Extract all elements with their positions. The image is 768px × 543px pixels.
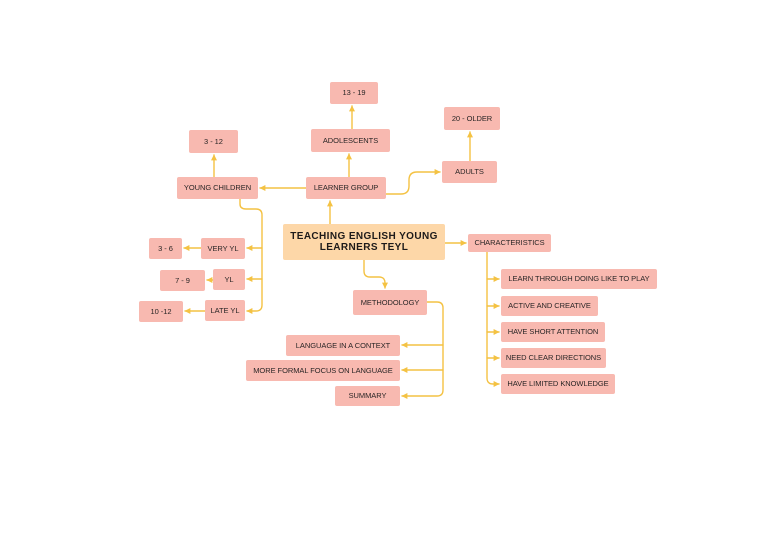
node-characteristic-item: HAVE SHORT ATTENTION — [501, 322, 605, 342]
node-characteristic-item: ACTIVE AND CREATIVE — [501, 296, 598, 316]
node-adolescents: ADOLESCENTS — [311, 129, 390, 152]
node-adults: ADULTS — [442, 161, 497, 183]
node-very-yl-range: 3 - 6 — [149, 238, 182, 259]
node-methodology-item: LANGUAGE IN A CONTEXT — [286, 335, 400, 356]
node-characteristic-item: HAVE LIMITED KNOWLEDGE — [501, 374, 615, 394]
node-yl: YL — [213, 269, 245, 290]
node-characteristic-item: LEARN THROUGH DOING LIKE TO PLAY — [501, 269, 657, 289]
central-topic: TEACHING ENGLISH YOUNG LEARNERS TEYL — [283, 224, 445, 260]
node-methodology-item: MORE FORMAL FOCUS ON LANGUAGE — [246, 360, 400, 381]
central-topic-line-1: TEACHING ENGLISH YOUNG — [290, 230, 438, 242]
node-methodology-item: SUMMARY — [335, 386, 400, 406]
central-topic-line-2: LEARNERS TEYL — [319, 242, 409, 253]
node-young-children-range: 3 - 12 — [189, 130, 238, 153]
connector-characteristics-trunk — [486, 251, 500, 387]
connector-learner-group-to-adults — [385, 169, 441, 195]
connector-young-children-trunk — [239, 198, 263, 314]
node-yl-range: 7 - 9 — [160, 270, 205, 291]
connector-methodology-trunk — [401, 301, 444, 399]
node-very-yl: VERY YL — [201, 238, 245, 259]
node-learner-group: LEARNER GROUP — [306, 177, 386, 199]
node-late-yl: LATE YL — [205, 300, 245, 321]
node-characteristic-item: NEED CLEAR DIRECTIONS — [501, 348, 606, 368]
node-characteristics: CHARACTERISTICS — [468, 234, 551, 252]
node-young-children: YOUNG CHILDREN — [177, 177, 258, 199]
node-late-yl-range: 10 -12 — [139, 301, 183, 322]
node-adolescents-range: 13 - 19 — [330, 82, 378, 104]
node-adults-range: 20 - OLDER — [444, 107, 500, 130]
node-methodology: METHODOLOGY — [353, 290, 427, 315]
connector-central-to-methodology — [363, 259, 388, 289]
